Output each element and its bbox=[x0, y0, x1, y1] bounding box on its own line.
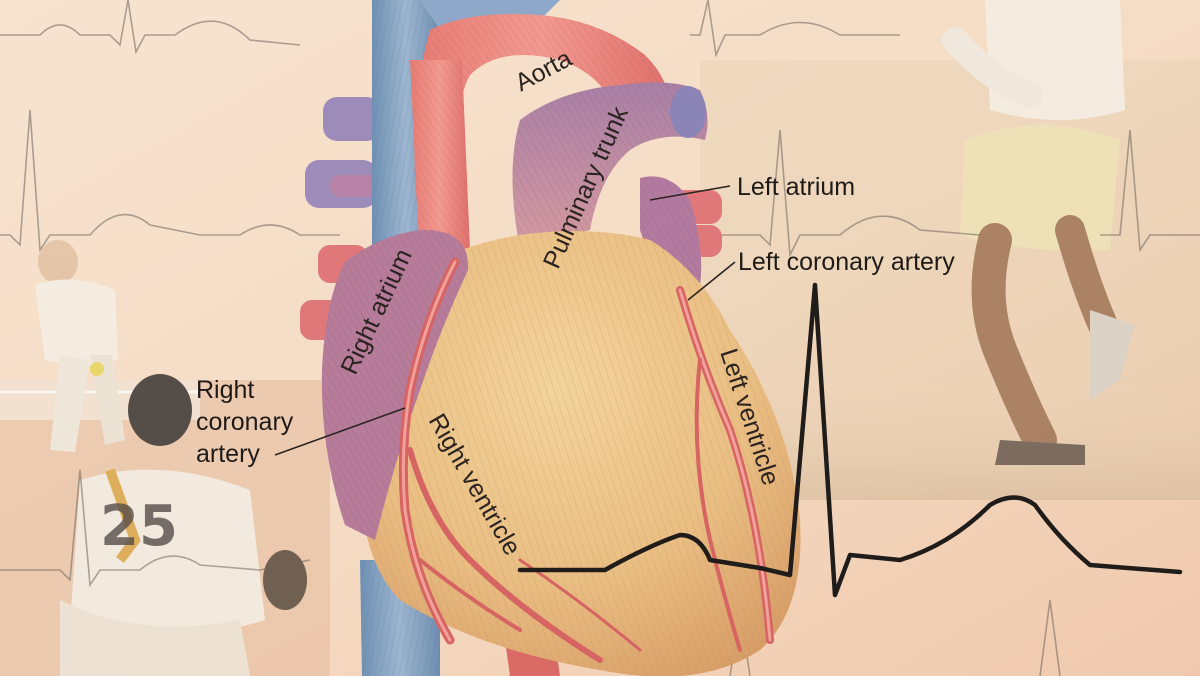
svg-text:Right: Right bbox=[196, 376, 254, 404]
svg-text:artery: artery bbox=[196, 440, 260, 468]
heart bbox=[300, 0, 801, 676]
leader-right-coronary-artery bbox=[274, 407, 406, 456]
ecg-trace bbox=[517, 282, 1183, 598]
label-right-coronary-artery: Right coronary artery bbox=[196, 376, 294, 468]
label-left-coronary-artery: Left coronary artery bbox=[738, 248, 955, 276]
leader-left-coronary-artery bbox=[687, 261, 736, 301]
leader-left-atrium bbox=[649, 185, 731, 201]
svg-text:coronary: coronary bbox=[196, 408, 294, 436]
label-left-atrium: Left atrium bbox=[737, 173, 855, 201]
svg-text:25: 25 bbox=[100, 494, 178, 559]
softball-players-photo: 25 bbox=[0, 240, 330, 676]
runner-photo bbox=[700, 0, 1200, 500]
leader-lines bbox=[274, 185, 736, 456]
